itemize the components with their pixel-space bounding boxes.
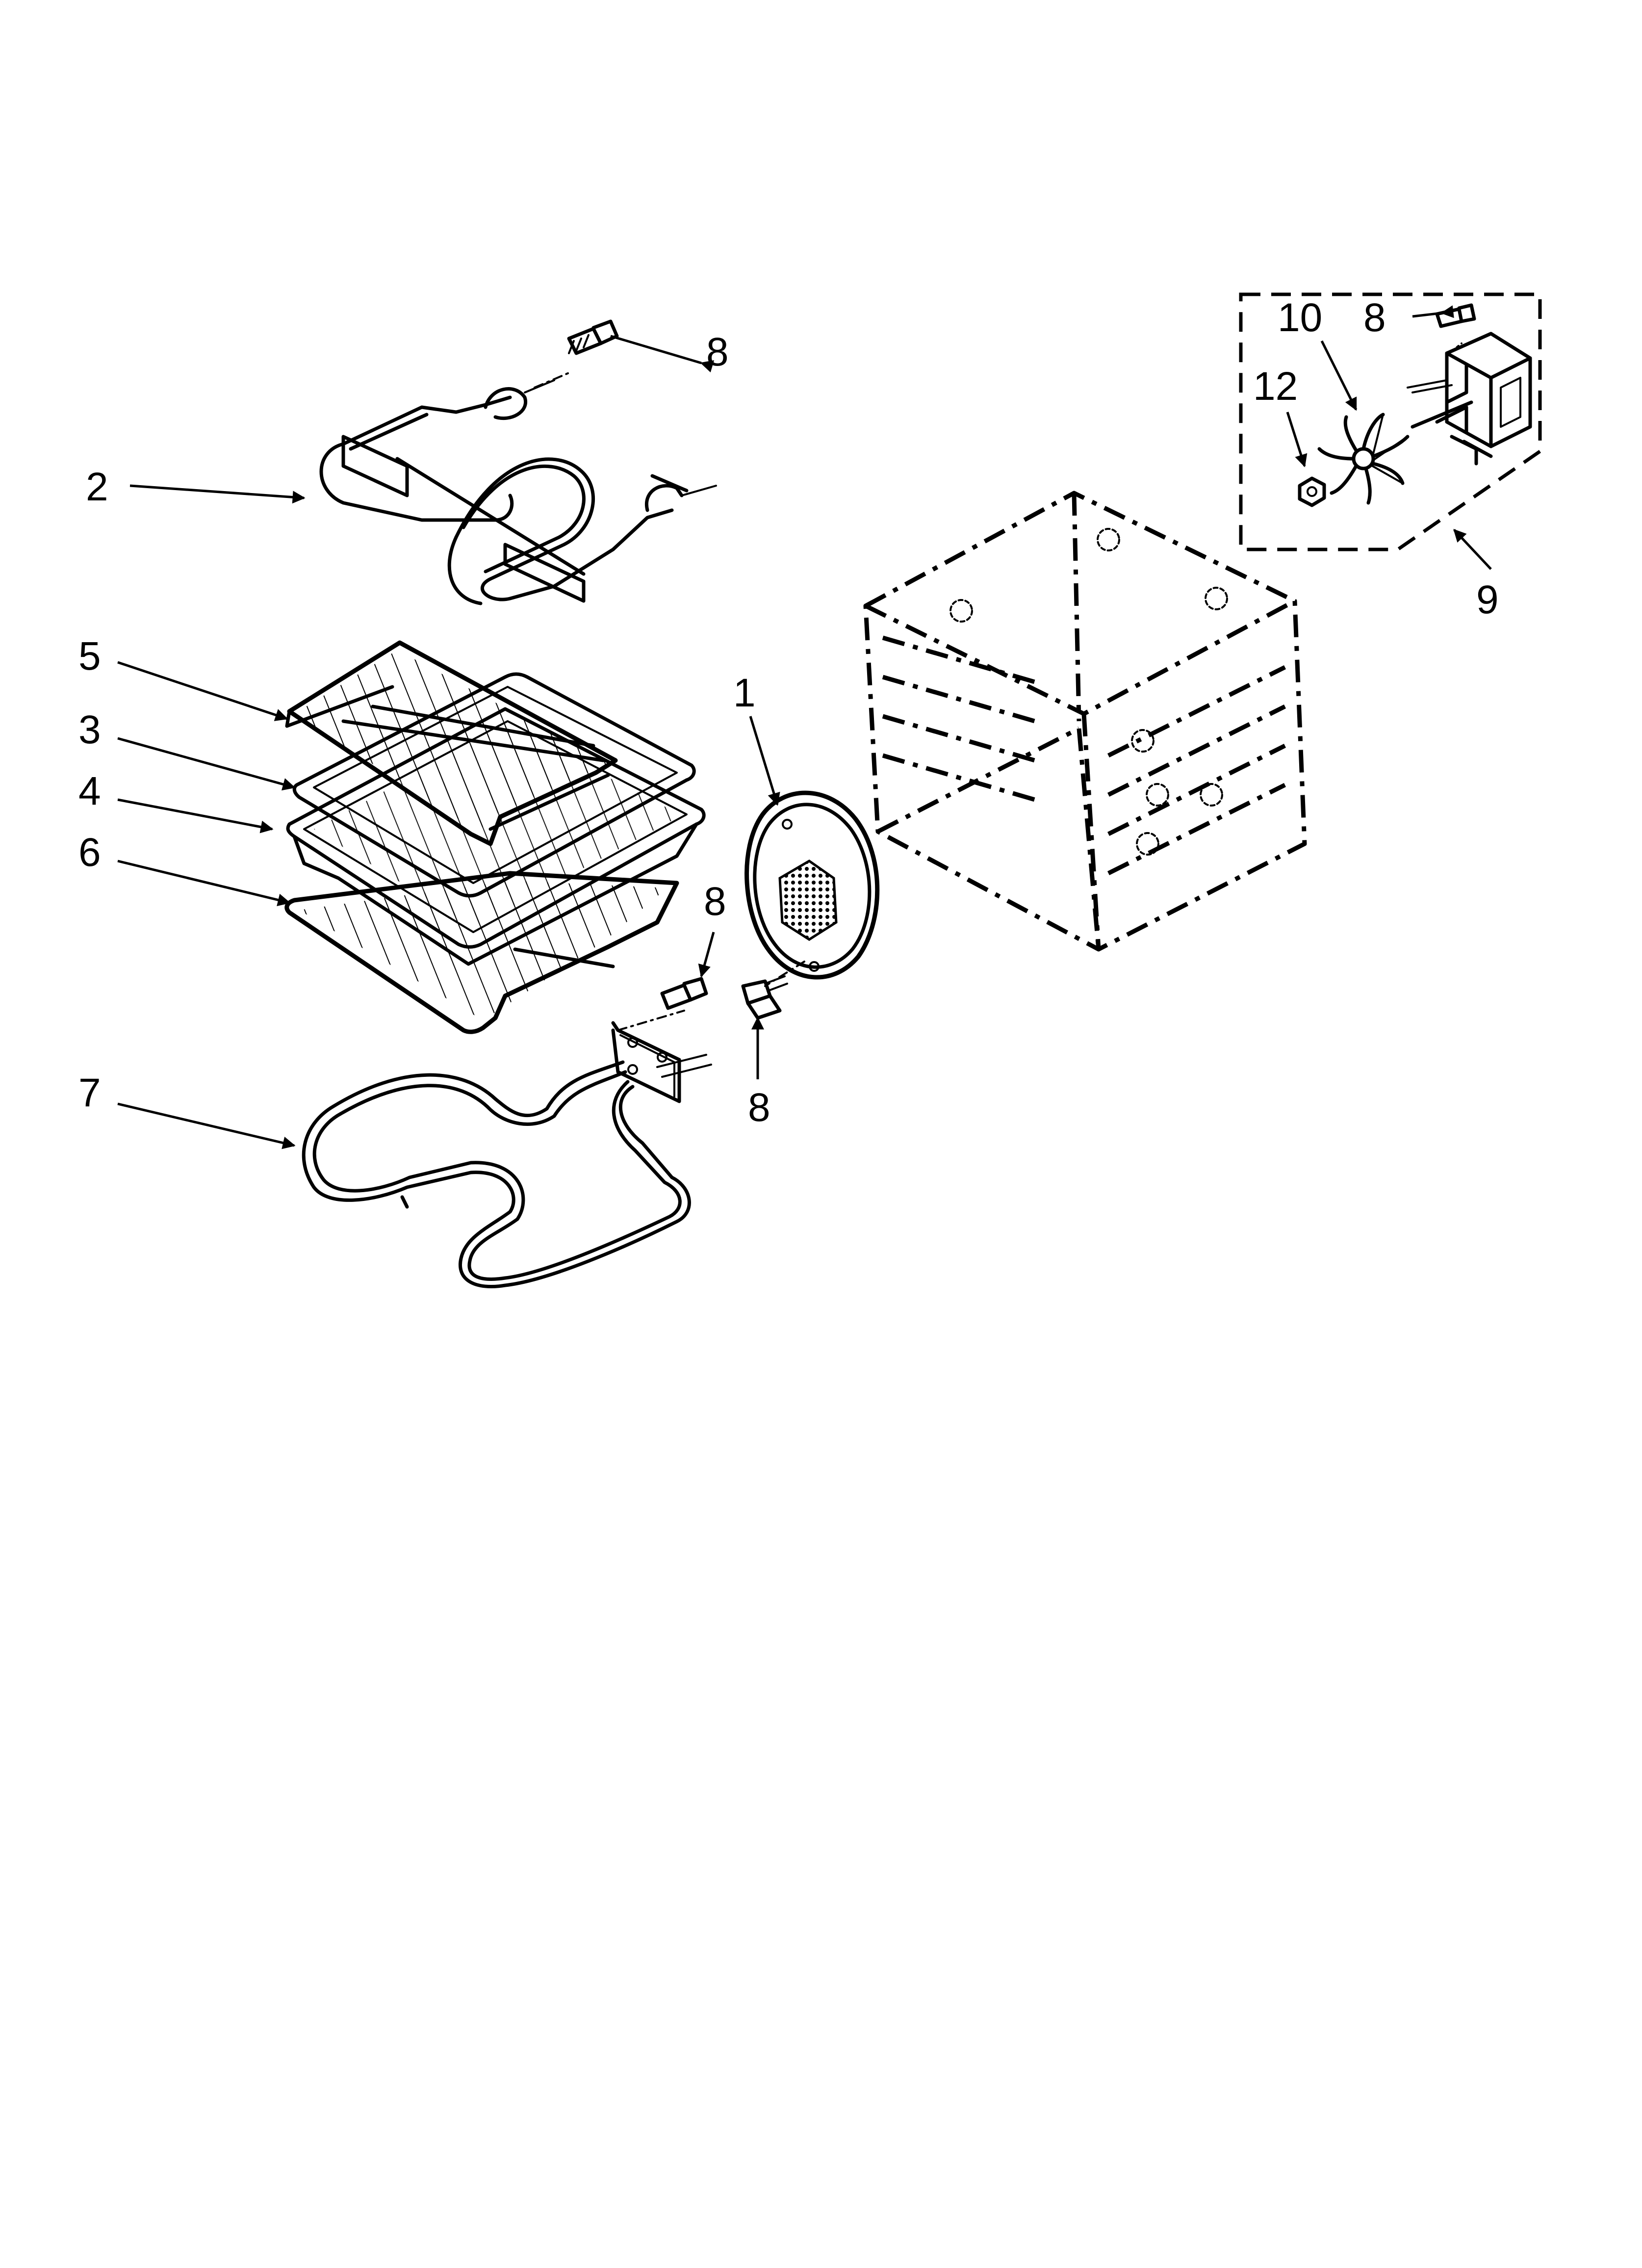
fan-motor-assembly — [1239, 292, 1542, 551]
callout-5: 5 — [78, 634, 101, 678]
callout-2: 2 — [86, 465, 108, 509]
bake-element — [302, 977, 712, 1289]
convection-fan-cover — [741, 790, 880, 1020]
screw-icon — [567, 319, 619, 355]
callout-10: 10 — [1278, 295, 1322, 340]
nut — [1298, 476, 1326, 507]
callout-8-top: 8 — [706, 330, 729, 374]
screw-icon — [741, 975, 788, 1020]
callout-12: 12 — [1253, 364, 1298, 409]
screw-icon — [660, 977, 708, 1010]
callout-3: 3 — [78, 707, 101, 752]
oven-cavity — [863, 491, 1307, 952]
callout-8-middle: 8 — [704, 879, 726, 924]
callout-1: 1 — [733, 671, 756, 715]
oven-rack — [284, 871, 679, 1034]
fan-blade — [1317, 413, 1410, 505]
callout-8-bottom: 8 — [748, 1085, 770, 1130]
broil-element — [319, 319, 717, 605]
leader-lines — [117, 305, 1492, 1149]
callout-8-fan: 8 — [1363, 295, 1386, 340]
callout-9: 9 — [1476, 577, 1499, 622]
callout-6: 6 — [78, 830, 101, 875]
screw-icon — [1435, 303, 1476, 328]
callout-7: 7 — [78, 1070, 101, 1115]
callout-4: 4 — [78, 769, 101, 813]
